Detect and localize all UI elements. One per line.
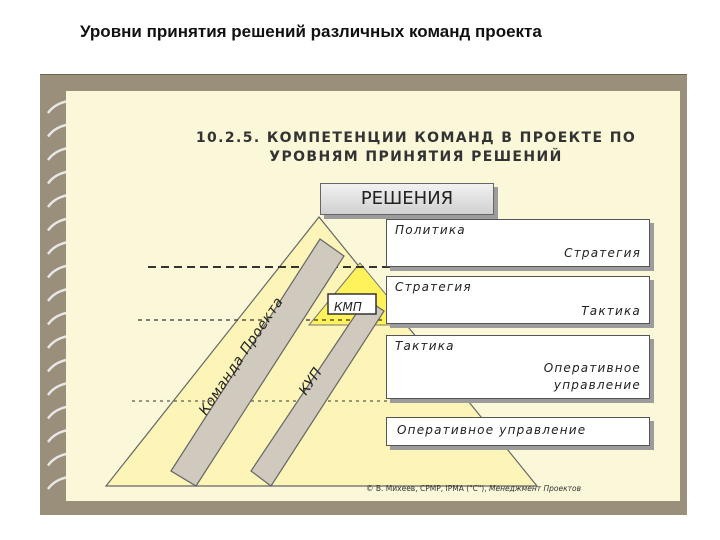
team-bar (170, 238, 345, 487)
decisions-header: РЕШЕНИЯ (320, 183, 494, 215)
level-policy-box: Политика Стратегия (386, 219, 650, 267)
level-policy-right: Стратегия (564, 246, 641, 260)
level-operational-box: Оперативное управление (386, 417, 650, 446)
level-tactics-right-line2: управление (553, 378, 641, 392)
kup-bar (250, 298, 385, 487)
kmp-box (327, 293, 377, 315)
page-title: Уровни принятия решений различных команд… (80, 22, 542, 41)
level-tactics-right-line1: Оперативное (543, 361, 641, 375)
level-policy-left: Политика (395, 223, 466, 237)
copyright: © В. Михеев, CPMP, IPMA ("C"), Менеджмен… (366, 484, 581, 493)
slide-title-line2: УРОВНЯМ ПРИНЯТИЯ РЕШЕНИЙ (269, 149, 563, 165)
level-strategy-box: Стратегия Тактика (386, 276, 650, 324)
level-tactics-left: Тактика (395, 339, 455, 353)
level-strategy-left: Стратегия (395, 280, 472, 294)
level-tactics-box: Тактика Оперативное управление (386, 335, 650, 399)
slide-title-line1: 10.2.5. КОМПЕТЕНЦИИ КОМАНД В ПРОЕКТЕ ПО (195, 130, 637, 146)
slide-title: 10.2.5. КОМПЕТЕНЦИИ КОМАНД В ПРОЕКТЕ ПО … (186, 129, 646, 167)
kmp-label: КМП (334, 300, 362, 314)
copyright-book: Менеджмент Проектов (489, 484, 582, 493)
slide-frame: 10.2.5. КОМПЕТЕНЦИИ КОМАНД В ПРОЕКТЕ ПО … (40, 74, 687, 515)
slide-paper: 10.2.5. КОМПЕТЕНЦИИ КОМАНД В ПРОЕКТЕ ПО … (66, 91, 680, 501)
level-operational-label: Оперативное управление (397, 423, 587, 437)
level-strategy-right: Тактика (581, 304, 641, 318)
copyright-author: © В. Михеев, CPMP, IPMA ("C"), (366, 484, 487, 493)
